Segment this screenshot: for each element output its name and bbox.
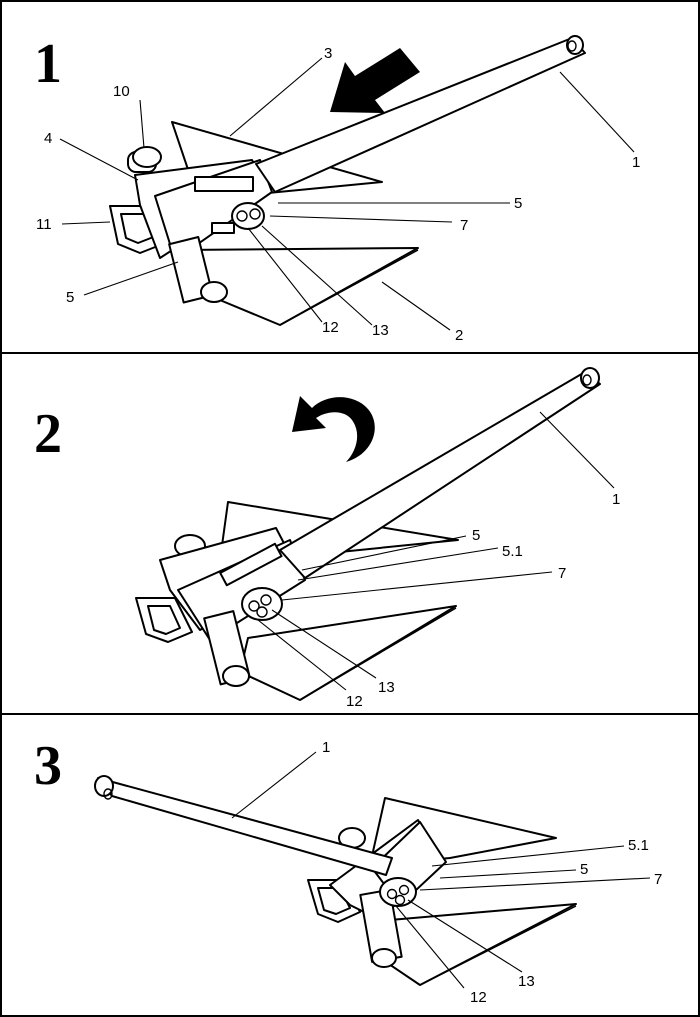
callout-5-1: 5.1	[502, 543, 523, 560]
callout-5: 5	[472, 527, 480, 544]
callout-12: 12	[470, 989, 487, 1006]
callout-10: 10	[113, 83, 130, 100]
callout-11: 11	[36, 216, 52, 233]
callout-3: 3	[324, 45, 332, 62]
callout-1: 1	[632, 154, 640, 171]
callout-7: 7	[654, 871, 662, 888]
callout-5-1: 5.1	[628, 837, 649, 854]
callout-13: 13	[378, 679, 395, 696]
callout-4: 4	[44, 130, 52, 147]
callout-5: 5	[580, 861, 588, 878]
callout-1: 1	[322, 739, 330, 756]
panel-step-2: 2	[1, 353, 699, 714]
callout-13: 13	[372, 322, 389, 339]
callout-1: 1	[612, 491, 620, 508]
panel-step-1: 1	[1, 1, 699, 353]
callout-5: 5	[514, 195, 522, 212]
step-number: 1	[34, 33, 62, 95]
callout-12: 12	[346, 693, 363, 710]
callout-7: 7	[460, 217, 468, 234]
panel-step-3: 3 1 5.1	[1, 714, 699, 1016]
step-number: 2	[34, 403, 62, 465]
callout-5: 5	[66, 289, 74, 306]
callout-7: 7	[558, 565, 566, 582]
callout-13: 13	[518, 973, 535, 990]
callout-2: 2	[455, 327, 463, 344]
slot-plate	[195, 177, 253, 191]
callout-12: 12	[322, 319, 339, 336]
step-number: 3	[34, 735, 62, 797]
